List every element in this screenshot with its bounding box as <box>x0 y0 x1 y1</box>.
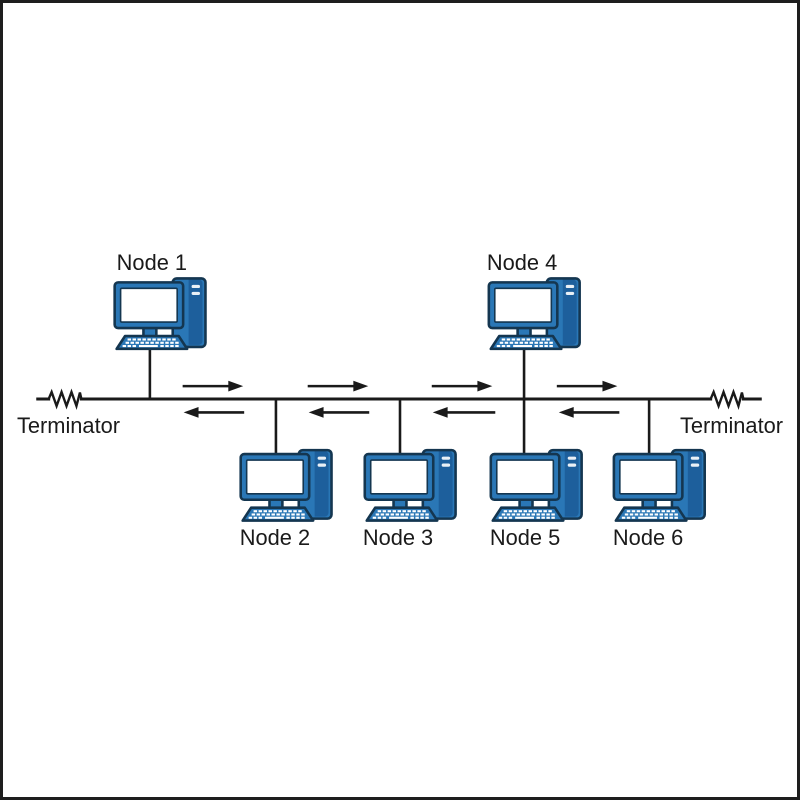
node-5-label: Node 5 <box>490 525 560 550</box>
arrow-left-icon <box>558 407 620 418</box>
arrow-right-icon <box>182 380 244 392</box>
arrow-left-icon <box>432 407 496 418</box>
node-1-label: Node 1 <box>117 250 187 275</box>
arrow-left-icon <box>308 407 370 418</box>
arrow-right-icon <box>307 380 369 392</box>
node-6-label: Node 6 <box>613 525 683 550</box>
resistor-zigzag-icon <box>709 388 745 411</box>
computer-icon-node-6 <box>612 448 706 522</box>
node-4-label: Node 4 <box>487 250 557 275</box>
computer-icon-node-4 <box>487 277 581 351</box>
arrow-right-icon <box>431 380 493 392</box>
node-3-label: Node 3 <box>363 525 433 550</box>
arrow-right-icon <box>556 380 618 392</box>
computer-icon-node-1 <box>113 277 207 351</box>
arrow-left-icon <box>183 407 245 418</box>
terminator-label-right: Terminator <box>680 413 783 438</box>
resistor-zigzag-icon <box>47 388 83 411</box>
computer-icon-node-2 <box>239 448 333 522</box>
computer-icon-node-3 <box>363 448 457 522</box>
terminator-label-left: Terminator <box>17 413 120 438</box>
bus-topology-diagram: Node 1 Node 4 Node 2 Node 3 Node 5 Node … <box>17 250 783 550</box>
computer-icon-node-5 <box>489 448 583 522</box>
node-2-label: Node 2 <box>240 525 310 550</box>
